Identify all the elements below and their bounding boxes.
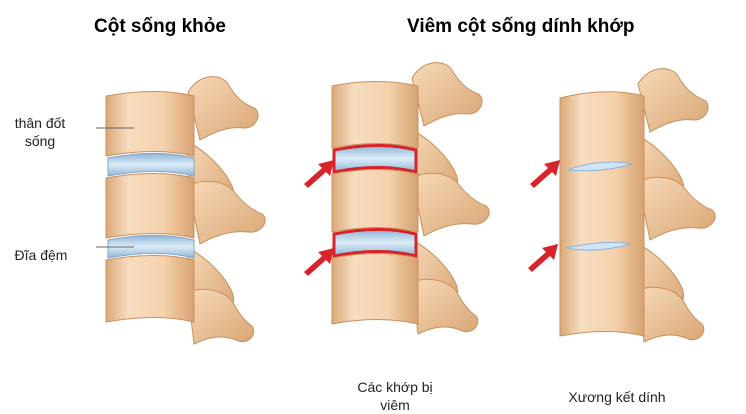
healthy-spine [106, 77, 265, 344]
red-arrow-icon [530, 160, 560, 188]
vertebral-body-label-line2: sống [6, 132, 74, 150]
vertebra-1 [106, 92, 194, 157]
vertebra-2 [106, 174, 194, 239]
vertebra-2 [332, 170, 418, 233]
vertebral-body-label-line1: thân đốt [6, 114, 74, 132]
spinous-processes [638, 69, 715, 342]
vertebra-3 [332, 254, 418, 325]
red-arrow-icon [304, 160, 334, 188]
spinous-processes [188, 77, 265, 344]
inflamed-spine [332, 63, 489, 334]
inflamed-joints-label-line1: Các khớp bị [340, 378, 450, 396]
inflamed-joints-label-line2: viêm [340, 396, 450, 414]
inflamed-disc-1 [334, 146, 416, 173]
vertebral-body-label: thân đốt sống [6, 114, 74, 150]
disc-1 [108, 154, 194, 177]
spinous-processes [412, 63, 489, 334]
fused-bone-label: Xương kết dính [552, 388, 682, 406]
red-arrow-icon [528, 244, 558, 272]
inflamed-joints-label: Các khớp bị viêm [340, 378, 450, 414]
fused-vertebral-column [560, 92, 644, 336]
disc-label: Đĩa đệm [6, 246, 76, 264]
vertebra-1 [332, 82, 418, 149]
vertebra-3 [106, 256, 194, 323]
inflamed-disc-2 [334, 230, 416, 257]
red-arrow-icon [304, 248, 334, 276]
fused-spine [560, 69, 715, 342]
